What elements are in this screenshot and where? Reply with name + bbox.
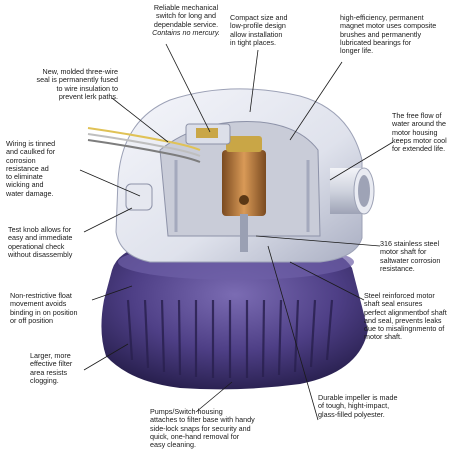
switch-assembly xyxy=(125,123,231,211)
callout-motor: high-efficiency, permanent magnet motor … xyxy=(340,13,437,56)
callout-compact-size: Compact size and low-profile design allo… xyxy=(230,13,288,47)
callout-impeller: Durable impeller is made of tough, hight… xyxy=(318,393,398,419)
callout-shaft-seal: Steel reinforced motor shaft seal ensure… xyxy=(364,291,447,342)
callout-water-flow: The free flow of water around the motor … xyxy=(392,111,447,154)
filter-base xyxy=(101,244,368,390)
callout-mechanical-switch: Reliable mechanical switch for long and … xyxy=(152,3,220,37)
callout-test-knob: Test knob allows for easy and immediate … xyxy=(8,225,73,259)
callout-filter-area: Larger, more effective filter area resis… xyxy=(30,351,73,385)
callout-mechanical-switch-note: Contains no mercury. xyxy=(152,27,220,37)
leader-lines xyxy=(79,43,394,421)
callout-motor-shaft: 316 stainless steel motor shaft for salt… xyxy=(380,239,441,273)
callout-float: Non-restrictive float movement avoids bi… xyxy=(10,291,78,325)
filter-slots xyxy=(126,299,334,378)
callout-wire-seal: New, molded three-wire seal is permanent… xyxy=(36,67,118,101)
motor xyxy=(222,136,266,252)
wire-bundle xyxy=(87,127,201,163)
callout-wiring: Wiring is tinned and caulked for corrosi… xyxy=(6,139,56,198)
callout-pump-housing: Pumps/Switch housing attaches to filter … xyxy=(150,407,255,450)
outlet-pipe xyxy=(330,167,375,215)
